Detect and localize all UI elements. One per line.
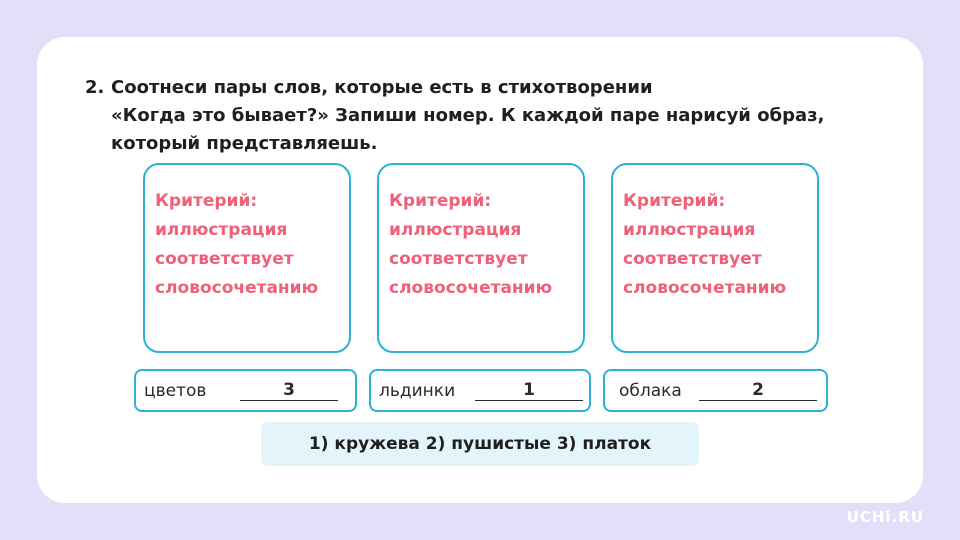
task-number: 2. — [85, 77, 105, 98]
drawing-box-1[interactable]: Критерий: иллюстрация соответствует слов… — [143, 163, 351, 353]
answer-number[interactable]: 3 — [240, 380, 338, 401]
answer-word: облака — [619, 380, 682, 401]
criterion-text: Критерий: иллюстрация соответствует слов… — [155, 191, 319, 298]
uchi-logo: UCHi.RU — [846, 508, 924, 526]
criterion-text: Критерий: иллюстрация соответствует слов… — [623, 191, 787, 298]
drawing-box-3[interactable]: Критерий: иллюстрация соответствует слов… — [611, 163, 819, 353]
task-line-2: «Когда это бывает?» Запиши номер. К кажд… — [111, 105, 825, 126]
answer-number[interactable]: 2 — [699, 380, 817, 401]
answer-word: льдинки — [379, 380, 456, 401]
task-line-1: Соотнеси пары слов, которые есть в стихо… — [111, 77, 653, 98]
answer-field-3[interactable]: облака 2 — [603, 369, 828, 412]
answer-options: 1) кружева 2) пушистые 3) платок — [261, 422, 699, 466]
drawing-box-2[interactable]: Критерий: иллюстрация соответствует слов… — [377, 163, 585, 353]
task-line-3: который представляешь. — [111, 133, 378, 154]
answer-word: цветов — [144, 380, 207, 401]
worksheet-card: 2. Соотнеси пары слов, которые есть в ст… — [37, 37, 923, 503]
answer-field-2[interactable]: льдинки 1 — [369, 369, 591, 412]
criterion-text: Критерий: иллюстрация соответствует слов… — [389, 191, 553, 298]
task-text: 2. Соотнеси пары слов, которые есть в ст… — [85, 74, 885, 158]
answer-number[interactable]: 1 — [475, 380, 583, 401]
answer-field-1[interactable]: цветов 3 — [134, 369, 357, 412]
